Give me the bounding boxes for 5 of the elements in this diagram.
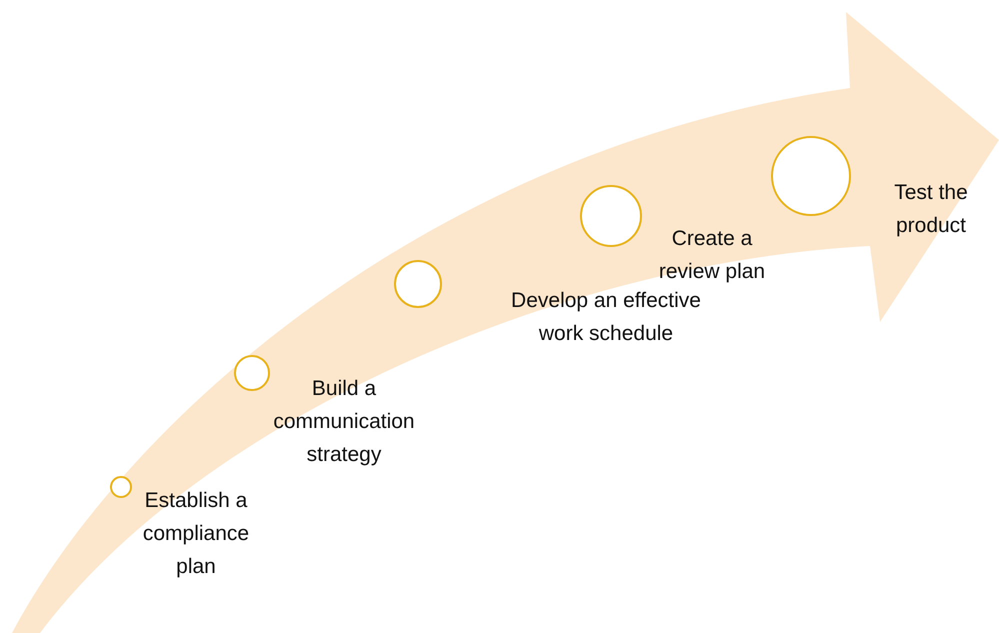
step-label: Establish a compliance plan — [142, 488, 250, 580]
step-label: Develop an effective work schedule — [510, 288, 702, 347]
step-label: Build a communication strategy — [272, 376, 416, 468]
step-label: Create a review plan — [658, 226, 766, 285]
step-label: Test the product — [893, 180, 969, 239]
